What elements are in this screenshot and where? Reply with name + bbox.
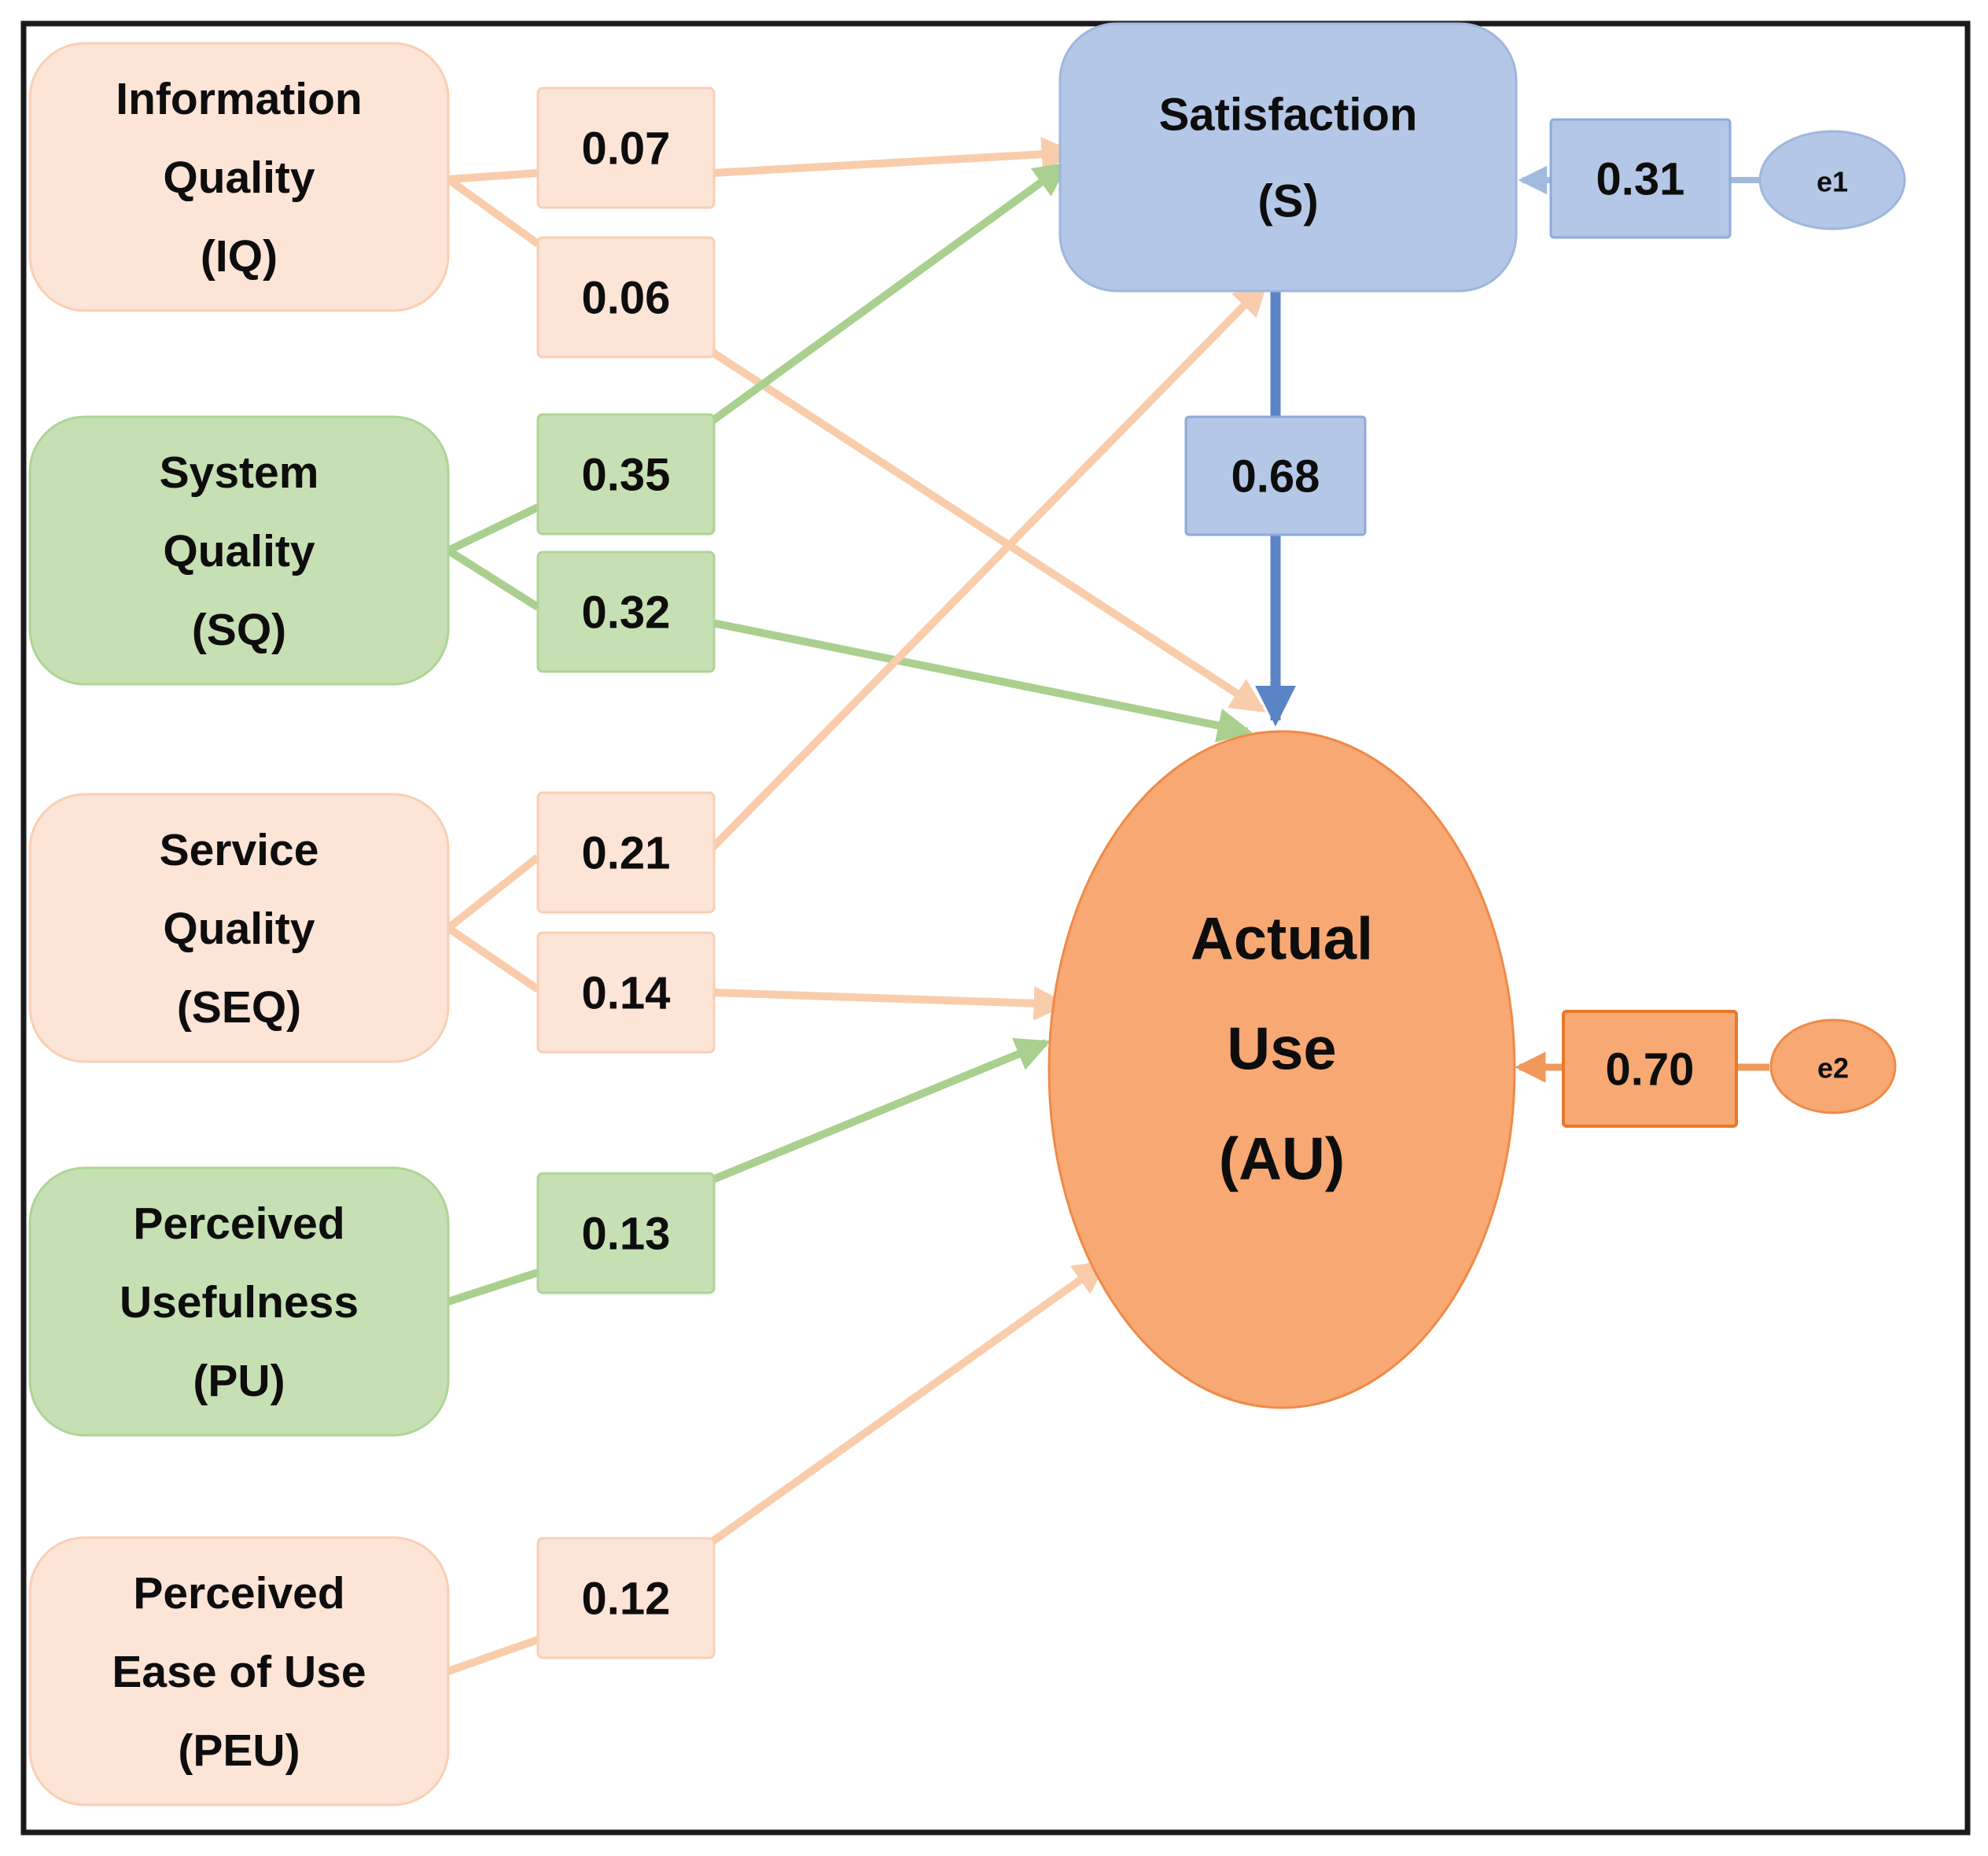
error-label: e1 (1817, 166, 1848, 198)
coef-box (536, 931, 716, 1054)
arrow-pu-to-actual-use (711, 1037, 1051, 1184)
node-label-line: (PEU) (178, 1725, 300, 1776)
coef-pu-to-actual-use: 0.13 (536, 1172, 716, 1294)
coef-box (536, 791, 716, 914)
connector-iq-lower (446, 175, 540, 248)
coef-box (1549, 118, 1732, 239)
node-label-line: Ease of Use (112, 1647, 366, 1697)
node-label-line: (PU) (193, 1356, 285, 1406)
connector-pu (447, 1269, 539, 1305)
error-label: e2 (1817, 1052, 1849, 1085)
coef-peu-to-actual-use: 0.12 (536, 1537, 716, 1659)
node-ellipse (1047, 730, 1516, 1409)
error-ellipse (1758, 130, 1906, 230)
arrow-sq-to-actual-use (712, 619, 1253, 743)
coef-box (536, 413, 716, 536)
coef-value: 0.68 (1231, 451, 1320, 502)
connector-sq-lower (446, 547, 540, 611)
node-box (28, 1536, 450, 1806)
coef-box (1562, 1010, 1738, 1128)
node-label-line: Perceived (133, 1568, 344, 1618)
node-box (28, 42, 450, 312)
coef-seq-to-actual-use: 0.14 (536, 931, 716, 1054)
connector-lines (445, 169, 541, 1675)
node-label-line: (SEQ) (177, 982, 301, 1033)
coef-satisfaction-to-actual-use: 0.68 (1184, 415, 1367, 536)
node-label-line: Perceived (133, 1199, 344, 1249)
node-label-line: System (160, 447, 319, 498)
coef-seq-to-satisfaction: 0.21 (536, 791, 716, 914)
arrow-seq-to-satisfaction (709, 281, 1268, 851)
coef-iq-to-satisfaction: 0.07 (536, 87, 716, 209)
coef-value: 0.35 (582, 449, 671, 500)
node-label-line: Actual (1191, 906, 1373, 973)
node-label-line: (IQ) (201, 231, 278, 282)
node-label-line: Information (116, 74, 362, 124)
connector-sq-upper (446, 503, 540, 554)
node-satisfaction: Satisfaction (S) (1058, 22, 1518, 293)
connector-seq-lower (446, 924, 540, 993)
node-box (28, 1166, 450, 1437)
arrow-seq-to-actual-use (712, 985, 1069, 1021)
node-label-line: Quality (163, 153, 315, 203)
node-label-line: Usefulness (120, 1277, 359, 1328)
node-label-line: Satisfaction (1159, 89, 1418, 140)
connector-iq-upper (447, 169, 539, 183)
coef-value: 0.32 (582, 587, 671, 638)
coef-box (536, 236, 716, 359)
node-label-line: (SQ) (192, 605, 286, 655)
node-perceived-ease-of-use: Perceived Ease of Use (PEU) (28, 1536, 450, 1806)
coef-e1-to-satisfaction: 0.31 (1549, 118, 1732, 239)
arrow-sq-to-satisfaction (710, 161, 1069, 425)
connector-peu (447, 1636, 539, 1675)
coef-iq-to-actual-use: 0.06 (536, 236, 716, 359)
node-label-line: Quality (163, 904, 315, 954)
node-box (1058, 22, 1518, 293)
node-label-line: Quality (163, 526, 315, 576)
node-information-quality: Information Quality (IQ) (28, 42, 450, 312)
node-label-line: (AU) (1219, 1126, 1345, 1193)
coef-value: 0.21 (582, 827, 671, 878)
coef-value: 0.31 (1596, 153, 1685, 204)
connector-seq-upper (445, 854, 541, 931)
coef-box (1184, 415, 1367, 536)
node-label-line: Use (1227, 1016, 1336, 1083)
node-e2: e2 (1769, 1018, 1897, 1114)
coef-value: 0.70 (1606, 1044, 1695, 1095)
coef-sq-to-satisfaction: 0.35 (536, 413, 716, 536)
coef-sq-to-actual-use: 0.32 (536, 551, 716, 673)
coef-value: 0.13 (582, 1208, 671, 1259)
coef-box (536, 1537, 716, 1659)
node-box (28, 793, 450, 1063)
node-service-quality: Service Quality (SEQ) (28, 793, 450, 1063)
arrow-iq-to-actual-use (710, 348, 1266, 713)
coef-value: 0.06 (582, 272, 671, 323)
node-label-line: (S) (1257, 175, 1318, 226)
node-perceived-usefulness: Perceived Usefulness (PU) (28, 1166, 450, 1437)
arrow-iq-to-satisfaction (712, 137, 1077, 177)
node-actual-use: Actual Use (AU) (1047, 730, 1516, 1409)
arrow-peu-to-actual-use (710, 1259, 1109, 1545)
node-e1: e1 (1758, 130, 1906, 230)
coef-value: 0.12 (582, 1573, 671, 1624)
node-box (28, 415, 450, 686)
coef-value: 0.07 (582, 123, 671, 174)
coef-box (536, 1172, 716, 1294)
coef-value: 0.14 (582, 967, 671, 1018)
coef-box (536, 87, 716, 209)
error-ellipse (1769, 1018, 1897, 1114)
node-label-line: Service (160, 825, 319, 875)
coef-box (536, 551, 716, 673)
coef-e2-to-actual-use: 0.70 (1562, 1010, 1738, 1128)
node-system-quality: System Quality (SQ) (28, 415, 450, 686)
coefficient-boxes: 0.07 0.06 0.35 0.32 0.21 0.14 0.13 0.12 (536, 87, 1738, 1659)
